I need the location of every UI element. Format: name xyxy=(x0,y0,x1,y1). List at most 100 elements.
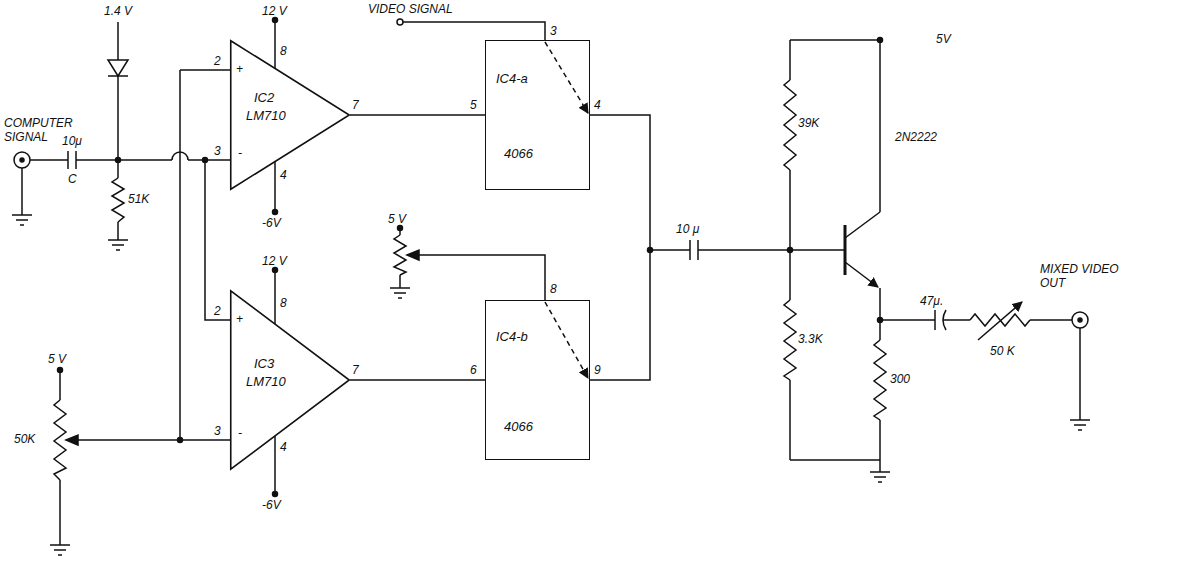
pin-number: 3 xyxy=(214,424,221,438)
ground-symbol xyxy=(116,249,120,251)
pin-number: 5 xyxy=(470,98,477,112)
potentiometer-symbol xyxy=(399,275,401,288)
transistor-symbol xyxy=(844,225,847,275)
switch-ic-box: IC4-a4066 xyxy=(485,40,590,190)
input-polarity: + xyxy=(236,62,243,76)
opamp-triangle xyxy=(231,41,350,190)
capacitor-symbol xyxy=(67,151,69,169)
pin-number: 8 xyxy=(280,296,287,310)
supply-wire xyxy=(274,162,276,212)
potentiometer-symbol xyxy=(59,480,61,545)
opamp-triangle xyxy=(231,291,350,470)
ground-symbol xyxy=(870,471,890,473)
switch-symbol xyxy=(545,42,588,378)
wire xyxy=(179,70,181,440)
ground-symbol xyxy=(50,544,70,546)
input-jack xyxy=(20,158,24,162)
pin-number: 3 xyxy=(214,144,221,158)
potentiometer-symbol xyxy=(407,250,419,260)
wire xyxy=(397,19,545,40)
signal-name: MIXED VIDEO OUT xyxy=(1040,262,1132,290)
comparator-triangle: IC2LM710 xyxy=(230,40,350,190)
supply-wire xyxy=(274,436,276,494)
pin-number: 7 xyxy=(352,363,359,377)
ground-symbol xyxy=(112,244,124,246)
supply-voltage: 5V xyxy=(936,32,951,46)
signal-wire xyxy=(590,115,650,380)
ground-symbol xyxy=(12,214,32,216)
wire xyxy=(790,39,880,41)
potentiometer-symbol xyxy=(394,292,406,294)
capacitor-symbol xyxy=(690,240,946,330)
wire xyxy=(188,159,230,161)
resistor-value: 51K xyxy=(128,192,149,206)
supply-voltage: 5 V xyxy=(48,352,66,366)
ground-symbol xyxy=(20,224,24,226)
ground-symbol xyxy=(874,476,886,478)
resistor-symbol xyxy=(117,222,119,240)
wire xyxy=(790,459,880,461)
supply-voltage: 5 V xyxy=(388,212,406,226)
supply-voltage: 1.4 V xyxy=(104,4,132,18)
resistor-symbol xyxy=(784,300,796,380)
chip-name: IC2 xyxy=(254,90,274,105)
pin-number: 8 xyxy=(550,282,557,296)
capacitor-symbol xyxy=(689,240,691,260)
input-jack xyxy=(14,152,30,215)
capacitor-symbol xyxy=(68,151,76,169)
potentiometer-symbol xyxy=(419,255,545,300)
input-polarity: - xyxy=(238,426,242,440)
supply-wire xyxy=(274,20,276,68)
supply-wire xyxy=(273,268,278,273)
signal-wire xyxy=(350,379,485,381)
ground-symbol xyxy=(108,239,128,241)
chip-name: IC3 xyxy=(254,356,274,371)
supply-wire xyxy=(274,270,276,324)
potentiometer-symbol xyxy=(66,435,78,445)
wire xyxy=(76,159,172,161)
diode-symbol xyxy=(108,60,128,76)
pin-number: 6 xyxy=(470,363,477,377)
wire xyxy=(68,439,230,441)
pin-number: 2 xyxy=(214,304,221,318)
pin-number: 9 xyxy=(594,363,601,377)
capacitor-symbol xyxy=(943,310,946,330)
supply-voltage: 12 V xyxy=(262,4,287,18)
wire xyxy=(403,22,545,40)
junction-dot xyxy=(178,438,183,443)
wire xyxy=(943,319,970,321)
part-number: 4066 xyxy=(504,419,533,434)
resistor-value: 3.3K xyxy=(798,332,823,346)
pin-number: 3 xyxy=(550,24,557,38)
resistor-symbol xyxy=(112,178,124,222)
resistor-symbol xyxy=(117,160,119,178)
variable-resistor-symbol xyxy=(970,314,1030,326)
supply-wire xyxy=(273,492,278,497)
capacitor-value: 10μ xyxy=(62,134,82,148)
potentiometer-symbol xyxy=(59,370,61,400)
transistor-symbol xyxy=(845,40,880,287)
wire xyxy=(30,159,68,161)
output-jack xyxy=(1078,318,1082,322)
capacitor-symbol xyxy=(697,240,699,260)
capacitor-value: 47μ. xyxy=(920,294,943,308)
capacitor-value: C xyxy=(68,172,77,186)
capacitor-symbol xyxy=(934,310,936,330)
output-jack xyxy=(1079,328,1081,420)
ground-symbol xyxy=(16,219,28,221)
potentiometer-symbol xyxy=(390,287,410,289)
output-jack xyxy=(1078,429,1082,431)
variable-resistor-symbol xyxy=(970,302,1030,340)
supply-voltage: 12 V xyxy=(262,254,287,268)
resistor-symbol xyxy=(789,170,791,300)
supply-wire xyxy=(273,210,278,215)
pin-number: 8 xyxy=(280,44,287,58)
wire xyxy=(650,40,1072,460)
resistor-symbol xyxy=(879,420,881,460)
variable-resistor-symbol xyxy=(978,302,1022,340)
diode-symbol xyxy=(108,22,128,160)
input-polarity: + xyxy=(236,312,243,326)
signal-name: VIDEO SIGNAL xyxy=(368,2,453,16)
resistor-value: 50K xyxy=(14,432,35,446)
